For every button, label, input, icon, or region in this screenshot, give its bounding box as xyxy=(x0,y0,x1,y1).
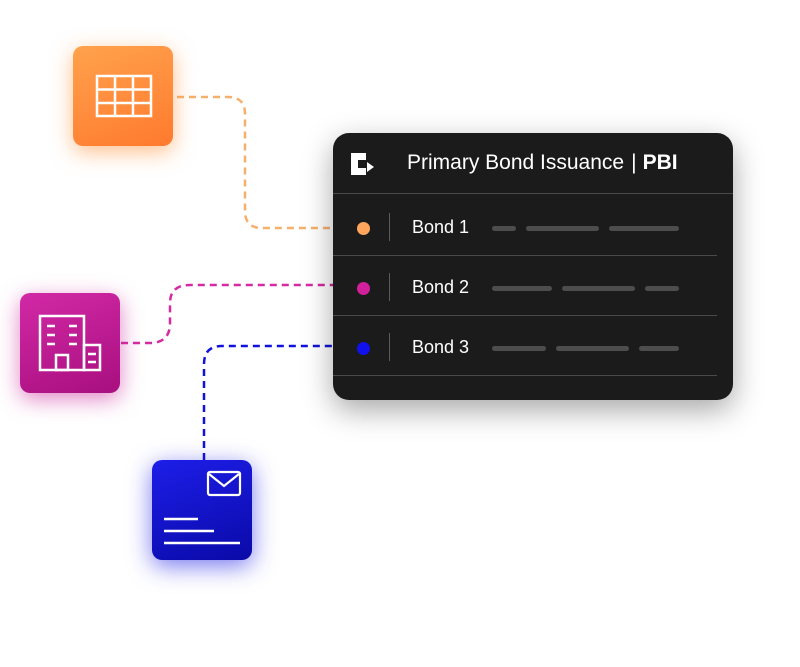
bond-row[interactable]: Bond 2 xyxy=(333,255,717,316)
connector-bond-1 xyxy=(177,95,333,230)
status-dot xyxy=(357,222,370,235)
placeholder-bar xyxy=(492,286,552,291)
status-dot xyxy=(357,282,370,295)
title-text: Primary Bond Issuance xyxy=(407,151,625,174)
placeholder-bar xyxy=(526,226,599,231)
placeholder-bar xyxy=(639,346,679,351)
bond-label: Bond 3 xyxy=(412,337,470,357)
envelope-document-icon xyxy=(164,470,242,545)
title-abbreviation: PBI xyxy=(642,151,678,174)
building-source-tile xyxy=(20,293,120,393)
placeholder-bar xyxy=(645,286,679,291)
bond-label: Bond 1 xyxy=(412,217,470,237)
placeholder-bar xyxy=(609,226,679,231)
placeholder-bar xyxy=(492,226,516,231)
connector-bond-2 xyxy=(121,283,333,345)
table-icon xyxy=(95,74,153,118)
bond-issuance-card: Primary Bond Issuance|PBI Bond 1 Bond 2 … xyxy=(333,133,733,400)
bond-label: Bond 2 xyxy=(412,277,470,297)
title-separator: | xyxy=(631,151,637,174)
placeholder-bar xyxy=(492,346,546,351)
row-divider xyxy=(389,213,390,241)
status-dot xyxy=(357,342,370,355)
bond-row[interactable]: Bond 3 xyxy=(333,315,717,376)
brand-logo-icon xyxy=(351,153,374,175)
card-title: Primary Bond Issuance |PBI xyxy=(407,151,678,175)
row-divider xyxy=(389,333,390,361)
office-building-icon xyxy=(38,314,102,372)
document-source-tile xyxy=(152,460,252,560)
placeholder-bar xyxy=(556,346,629,351)
table-source-tile xyxy=(73,46,173,146)
row-divider xyxy=(389,273,390,301)
placeholder-bar xyxy=(562,286,635,291)
bond-row[interactable]: Bond 1 xyxy=(333,195,717,256)
card-header: Primary Bond Issuance |PBI xyxy=(333,133,733,194)
connector-bond-3 xyxy=(202,344,333,460)
